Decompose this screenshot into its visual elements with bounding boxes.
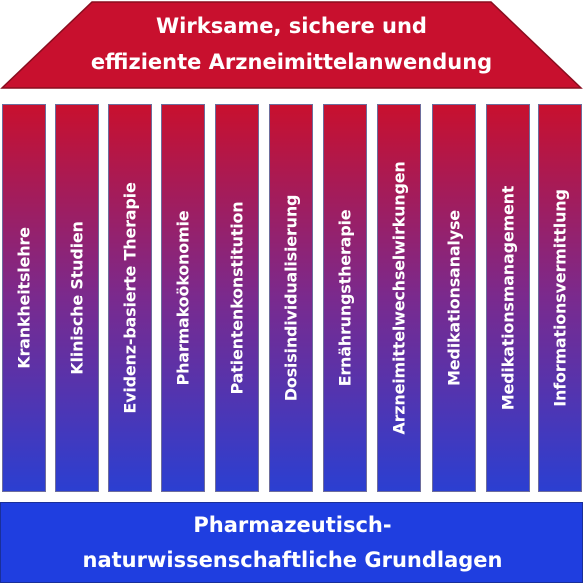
pillar-label: Evidenz-basierte Therapie <box>120 182 140 414</box>
pillar-label: Klinische Studien <box>67 221 87 375</box>
pillar-klinische-studien: Klinische Studien <box>55 104 99 492</box>
pillar-medikationsanalyse: Medikationsanalyse <box>432 104 476 492</box>
pillar-label: Informationsvermittlung <box>550 189 570 407</box>
base-title-line-2: naturwissenschaftliche Grundlagen <box>82 548 503 572</box>
pillar-medikationsmanagement: Medikationsmanagement <box>486 104 530 492</box>
roof-title: Wirksame, sichere und effiziente Arzneim… <box>40 8 543 80</box>
roof-title-line-2: effiziente Arzneimittelanwendung <box>90 50 493 74</box>
roof-shape <box>0 1 583 89</box>
base-title: Pharmazeutisch- naturwissenschaftliche G… <box>1 508 583 578</box>
pillar-label: Patientenkonstitution <box>227 201 247 395</box>
pillar-informationsvermittlung: Informationsvermittlung <box>538 104 582 492</box>
pillar-pharmakooekonomie: Pharmakoökonomie <box>161 104 205 492</box>
pillar-label: Medikationsanalyse <box>444 210 464 386</box>
roof-title-line-1: Wirksame, sichere und <box>156 14 427 38</box>
pillar-label: Ernährungstherapie <box>335 209 355 387</box>
pillar-evidenz-basierte-therapie: Evidenz-basierte Therapie <box>108 104 152 492</box>
foundation-base: Pharmazeutisch- naturwissenschaftliche G… <box>0 502 583 583</box>
pillar-label: Dosisindividualisierung <box>281 194 301 402</box>
pillar-label: Krankheitslehre <box>14 227 34 369</box>
pillar-arzneimittelwechselwirkungen: Arzneimittelwechselwirkungen <box>377 104 421 492</box>
pillar-patientenkonstitution: Patientenkonstitution <box>215 104 259 492</box>
pillar-dosisindividualisierung: Dosisindividualisierung <box>269 104 313 492</box>
pillar-label: Pharmakoökonomie <box>173 210 193 386</box>
base-title-line-1: Pharmazeutisch- <box>193 513 392 537</box>
pillar-ernaehrungstherapie: Ernährungstherapie <box>323 104 367 492</box>
pillar-krankheitslehre: Krankheitslehre <box>2 104 46 492</box>
pillar-label: Arzneimittelwechselwirkungen <box>389 161 409 435</box>
pillar-label: Medikationsmanagement <box>498 185 518 411</box>
